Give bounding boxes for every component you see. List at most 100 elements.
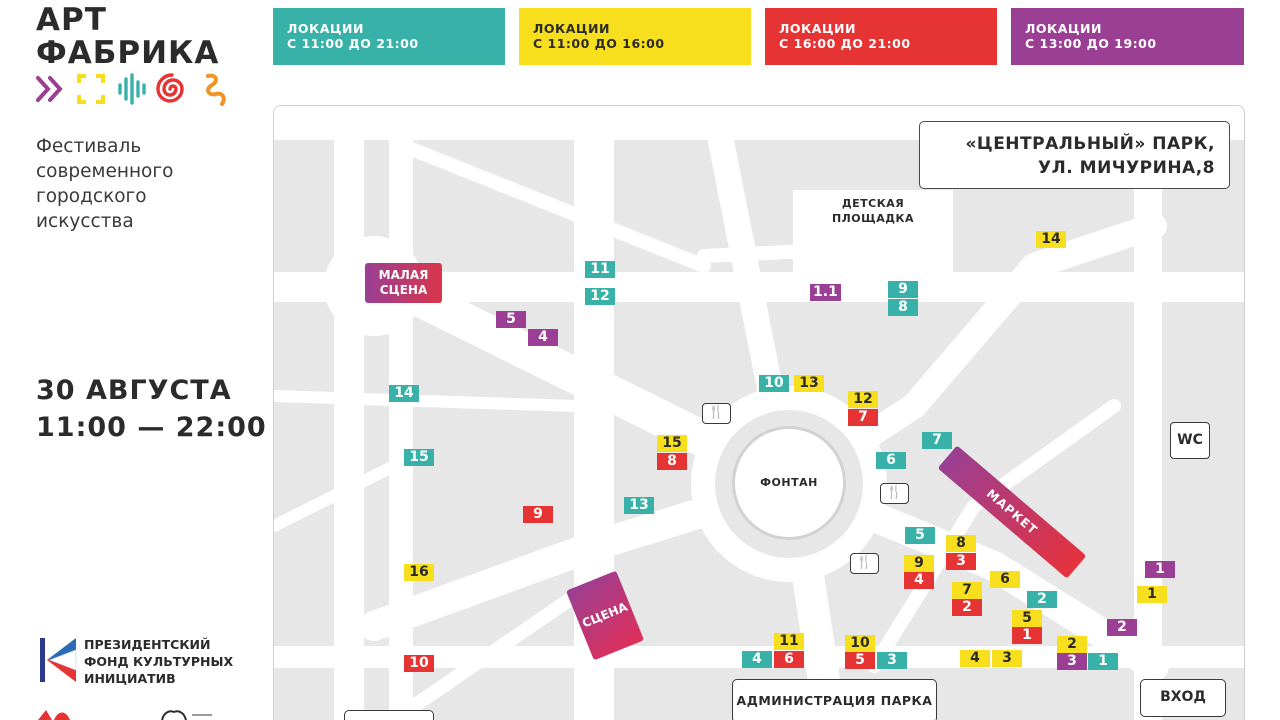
event-date: 30 АВГУСТА: [36, 375, 232, 406]
location-badge-yellow[interactable]: 11: [774, 633, 804, 650]
fork-knife-icon[interactable]: 🍴: [850, 553, 879, 574]
location-badge-yellow[interactable]: 2: [1057, 636, 1087, 653]
park-administration[interactable]: АДМИНИСТРАЦИЯ ПАРКА: [732, 679, 937, 720]
small-stage[interactable]: МАЛАЯ СЦЕНА: [365, 263, 442, 303]
sponsor-line: ФОНД КУЛЬТУРНЫХ: [84, 654, 234, 669]
location-badge-teal[interactable]: 8: [888, 299, 918, 316]
location-badge-purple[interactable]: 4: [528, 329, 558, 346]
partner-logos: [38, 710, 212, 720]
tagline-line: искусства: [36, 211, 134, 232]
location-badge-teal[interactable]: 11: [585, 261, 615, 278]
location-badge-red[interactable]: 2: [952, 599, 982, 616]
location-badge-red[interactable]: 3: [946, 553, 976, 570]
location-badge-teal[interactable]: 6: [876, 452, 906, 469]
legend-hours: С 11:00 ДО 21:00: [287, 36, 419, 51]
location-badge-teal[interactable]: 2: [1027, 591, 1057, 608]
small-stage-label: СЦЕНА: [379, 283, 428, 297]
wc-sign[interactable]: WC: [1170, 422, 1210, 459]
location-badge-purple[interactable]: 1.1: [810, 284, 841, 301]
location-badge-purple[interactable]: 3: [1057, 653, 1087, 670]
park-address: УЛ. МИЧУРИНА,8: [1038, 158, 1215, 178]
legend-label: ЛОКАЦИИ: [287, 21, 364, 36]
legend-label: ЛОКАЦИИ: [533, 21, 610, 36]
playground-area: ДЕТСКАЯ ПЛОЩАДКА: [793, 190, 953, 284]
legend-hours: С 16:00 ДО 21:00: [779, 36, 911, 51]
playground-label: ДЕТСКАЯ: [841, 197, 905, 210]
logo-title-line2: ФАБРИКА: [36, 35, 220, 71]
spiral-icon: [156, 73, 184, 103]
partner-logo-dark-icon: [161, 710, 187, 720]
location-badge-teal[interactable]: 12: [585, 288, 615, 305]
location-badge-red[interactable]: 9: [523, 506, 553, 523]
location-badge-yellow[interactable]: 6: [990, 571, 1020, 588]
map-paths: [274, 106, 1244, 720]
logo-title-line1: АРТ: [36, 2, 107, 38]
playground-label: ПЛОЩАДКА: [831, 212, 915, 225]
legend-hours: С 13:00 ДО 19:00: [1025, 36, 1157, 51]
location-badge-yellow[interactable]: 5: [1012, 610, 1042, 627]
location-badge-purple[interactable]: 2: [1107, 619, 1137, 636]
location-badge-yellow[interactable]: 8: [946, 535, 976, 552]
tagline-line: городского: [36, 186, 147, 207]
tagline-line: Фестиваль: [36, 136, 142, 157]
event-date-time: 30 АВГУСТА 11:00 — 22:00: [36, 372, 267, 446]
fountain: ФОНТАН: [732, 426, 846, 540]
double-chevron-icon: [36, 76, 63, 102]
legend-label: ЛОКАЦИИ: [1025, 21, 1102, 36]
park-name: «ЦЕНТРАЛЬНЫЙ» ПАРК,: [965, 134, 1215, 154]
legend-red-hours: ЛОКАЦИИ С 16:00 ДО 21:00: [765, 8, 997, 65]
location-badge-yellow[interactable]: 15: [657, 435, 687, 452]
map-corner-box: [344, 710, 434, 720]
location-badge-teal[interactable]: 14: [389, 385, 419, 402]
location-badge-yellow[interactable]: 14: [1036, 231, 1066, 248]
location-badge-teal[interactable]: 1: [1088, 653, 1118, 670]
location-badge-red[interactable]: 6: [774, 651, 804, 668]
fork-knife-icon[interactable]: 🍴: [880, 483, 909, 504]
location-badge-yellow[interactable]: 13: [794, 375, 824, 392]
legend-yellow-hours: ЛОКАЦИИ С 11:00 ДО 16:00: [519, 8, 751, 65]
location-badge-yellow[interactable]: 12: [848, 391, 878, 408]
location-badge-red[interactable]: 10: [404, 655, 434, 672]
location-badge-teal[interactable]: 7: [922, 432, 952, 449]
tagline-line: современного: [36, 161, 174, 182]
fork-knife-icon[interactable]: 🍴: [702, 403, 731, 424]
location-badge-teal[interactable]: 4: [742, 651, 772, 668]
location-badge-teal[interactable]: 10: [759, 375, 789, 392]
legend-teal-hours: ЛОКАЦИИ С 11:00 ДО 21:00: [273, 8, 505, 65]
park-name-card: «ЦЕНТРАЛЬНЫЙ» ПАРК, УЛ. МИЧУРИНА,8: [919, 121, 1230, 189]
location-badge-red[interactable]: 5: [845, 652, 875, 669]
sponsor-line: ПРЕЗИДЕНТСКИЙ: [84, 637, 211, 652]
squiggle-icon: [206, 73, 226, 106]
location-badge-yellow[interactable]: 4: [960, 650, 990, 667]
legend-hours: С 11:00 ДО 16:00: [533, 36, 665, 51]
location-badge-yellow[interactable]: 16: [404, 564, 434, 581]
festival-tagline: Фестиваль современного городского искусс…: [36, 134, 236, 234]
location-badge-yellow[interactable]: 3: [992, 650, 1022, 667]
logo-symbols: [36, 73, 226, 106]
location-badge-yellow[interactable]: 1: [1137, 586, 1167, 603]
location-badge-teal[interactable]: 5: [905, 527, 935, 544]
location-badge-teal[interactable]: 3: [877, 652, 907, 669]
partner-logo-red-icon: [38, 710, 70, 720]
location-badge-yellow[interactable]: 7: [952, 582, 982, 599]
location-badge-red[interactable]: 8: [657, 453, 687, 470]
location-badge-teal[interactable]: 13: [624, 497, 654, 514]
grant-fund-logo-icon: [40, 638, 77, 682]
sound-wave-icon: [118, 73, 146, 105]
legend-purple-hours: ЛОКАЦИИ С 13:00 ДО 19:00: [1011, 8, 1244, 65]
brackets-icon: [77, 74, 105, 104]
location-badge-yellow[interactable]: 9: [904, 555, 934, 572]
location-badge-teal[interactable]: 15: [404, 449, 434, 466]
location-badge-red[interactable]: 1: [1012, 627, 1042, 644]
location-badge-purple[interactable]: 5: [496, 311, 526, 328]
location-badge-red[interactable]: 4: [904, 572, 934, 589]
park-map[interactable]: «ЦЕНТРАЛЬНЫЙ» ПАРК, УЛ. МИЧУРИНА,8 ДЕТСК…: [273, 105, 1245, 720]
location-badge-red[interactable]: 7: [848, 409, 878, 426]
sponsor-line: ИНИЦИАТИВ: [84, 671, 176, 686]
location-badge-purple[interactable]: 1: [1145, 561, 1175, 578]
location-badge-yellow[interactable]: 10: [845, 635, 875, 652]
entrance-sign[interactable]: ВХОД: [1140, 679, 1226, 717]
small-stage-label: МАЛАЯ: [378, 268, 429, 282]
location-badge-teal[interactable]: 9: [888, 281, 918, 298]
sponsor-block: ПРЕЗИДЕНТСКИЙ ФОНД КУЛЬТУРНЫХ ИНИЦИАТИВ: [40, 636, 255, 686]
